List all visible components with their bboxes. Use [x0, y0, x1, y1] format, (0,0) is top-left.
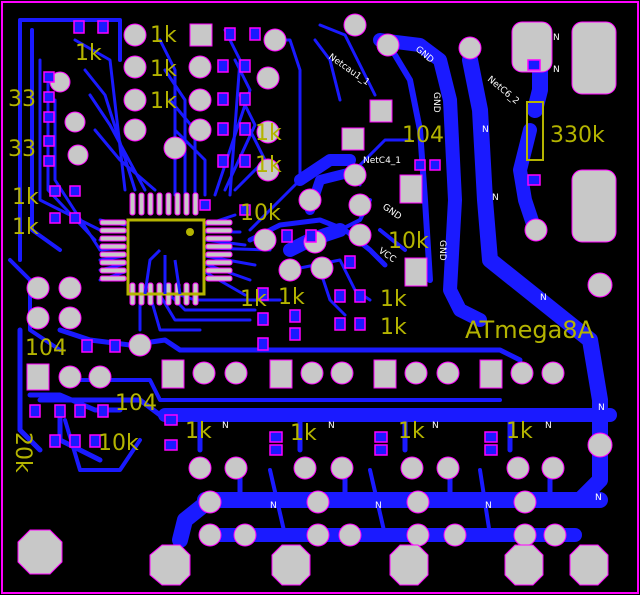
net-n-i: N: [270, 501, 277, 511]
label-r-10k-b: 10k: [388, 229, 429, 254]
net-n-h: N: [545, 421, 552, 431]
net-n-f: N: [328, 421, 335, 431]
label-c-104-c: 104: [115, 391, 157, 416]
label-r-10k-a: 10k: [240, 201, 281, 226]
net-gnd-b: GND: [431, 92, 441, 113]
label-r-1k-a: 1k: [75, 41, 102, 66]
label-r-1k-f: 1k: [255, 153, 282, 178]
silkscreen-labels: 1k 1k 1k 1k 1k 1k 33 33 104 1k 1k 10k 10…: [8, 23, 605, 473]
label-r-10k-c: 10k: [98, 431, 139, 456]
net-n-a: N: [482, 125, 489, 135]
label-r-1k-o: 1k: [398, 419, 425, 444]
label-r-330k: 330k: [550, 123, 605, 148]
label-c-104-a: 104: [402, 123, 444, 148]
net-n-j: N: [375, 501, 382, 511]
through-hole-pads: [17, 13, 617, 586]
net-n-d: N: [598, 403, 605, 413]
net-n-e: N: [222, 421, 229, 431]
label-r-1k-e: 1k: [255, 121, 282, 146]
label-r-1k-l: 1k: [380, 315, 407, 340]
smd-pads: [29, 20, 544, 456]
label-r-1k-p: 1k: [506, 419, 533, 444]
label-r-1k-n: 1k: [290, 421, 317, 446]
label-r-33-a: 33: [8, 87, 36, 112]
ic-tqfp: [99, 192, 233, 306]
label-r-1k-i: 1k: [240, 287, 267, 312]
net-gnd-c: GND: [380, 202, 403, 222]
label-r-1k-d: 1k: [150, 89, 177, 114]
label-r-1k-c: 1k: [150, 57, 177, 82]
label-r-1k-g: 1k: [12, 185, 39, 210]
net-n-b: N: [492, 193, 499, 203]
label-r-1k-j: 1k: [278, 285, 305, 310]
net-n-g: N: [432, 421, 439, 431]
label-c-104-b: 104: [25, 336, 67, 361]
label-r-1k-h: 1k: [12, 215, 39, 240]
net-netc4: NetC4_1: [363, 156, 401, 166]
label-r-33-b: 33: [8, 137, 36, 162]
net-netc6: NetC6_2: [485, 75, 521, 107]
label-r-20k: 20k: [10, 432, 35, 473]
net-n-c: N: [540, 293, 547, 303]
net-n-l: N: [595, 493, 602, 503]
net-n-n: N: [553, 65, 560, 75]
net-gnd-d: GND: [437, 240, 447, 261]
label-r-1k-b: 1k: [150, 23, 177, 48]
label-mcu: ATmega8A: [465, 316, 595, 344]
label-r-1k-k: 1k: [380, 287, 407, 312]
label-r-1k-m: 1k: [185, 419, 212, 444]
net-n-m: N: [553, 33, 560, 43]
net-n-k: N: [485, 501, 492, 511]
